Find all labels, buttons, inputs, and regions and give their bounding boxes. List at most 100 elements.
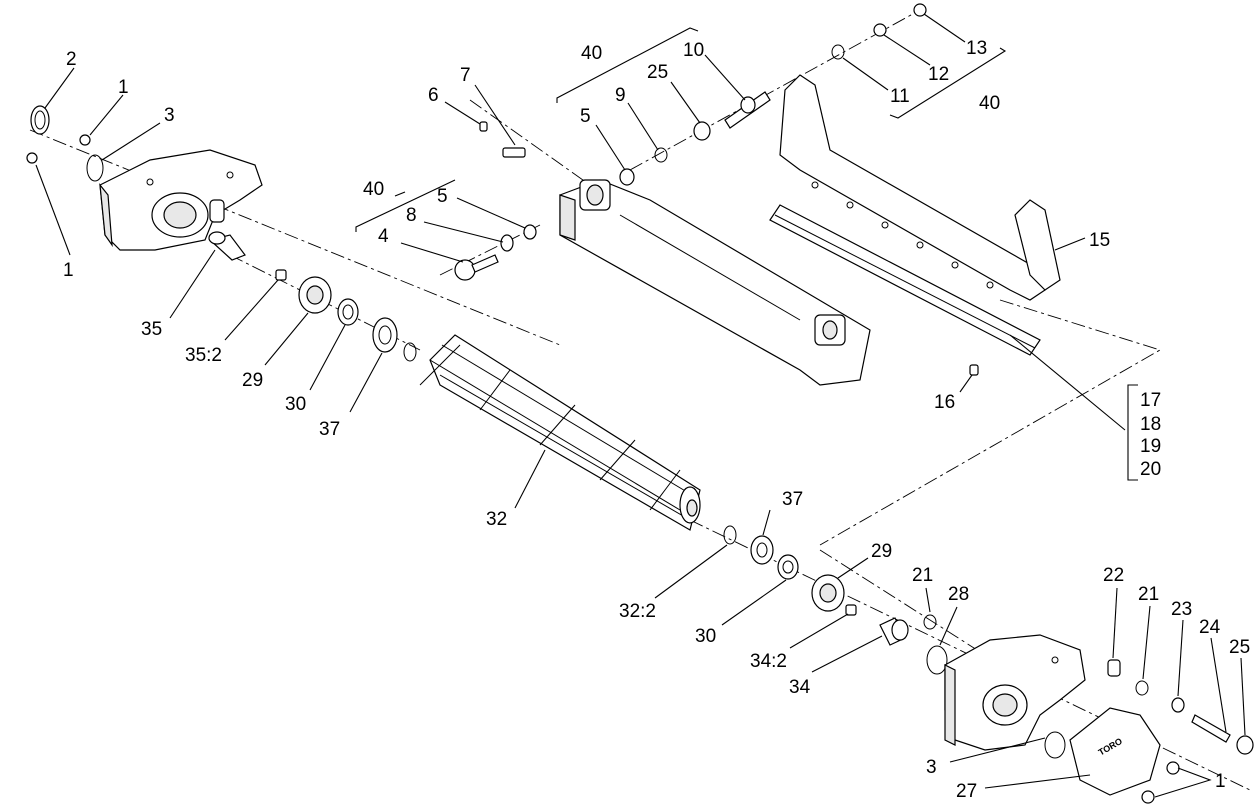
callout-17: 17 [1140, 390, 1161, 411]
snap-ring-left [403, 342, 417, 362]
callout-15: 15 [1089, 230, 1110, 251]
group-bracket-17-20 [1127, 384, 1138, 481]
leader-lines [35, 13, 1246, 798]
callout-28: 28 [948, 584, 969, 605]
callout-27: 27 [956, 781, 977, 802]
callout-4: 4 [378, 226, 389, 247]
spacer-22 [1107, 659, 1121, 677]
callout-19: 19 [1140, 436, 1161, 457]
callout-34: 34 [789, 677, 811, 698]
nut-1-left-upper [79, 134, 91, 146]
bushing-5-lower [523, 224, 537, 240]
bearing-37-left [372, 317, 398, 353]
callout-1-top-left: 1 [118, 77, 129, 98]
o-ring-28 [926, 645, 948, 675]
screw-16 [969, 364, 979, 376]
callout-18: 18 [1140, 414, 1161, 435]
callout-21-right: 21 [1138, 584, 1159, 605]
callout-6: 6 [428, 85, 439, 106]
bearing-29-right [811, 574, 845, 612]
shaft-35 [208, 231, 246, 261]
nut-34-2 [845, 604, 857, 616]
group-bracket-40-top [556, 27, 699, 103]
seal-ring-2 [30, 105, 50, 135]
callout-16: 16 [934, 392, 955, 413]
bolt-24 [1191, 714, 1231, 743]
callout-32-2: 32:2 [619, 601, 656, 622]
seal-30-left [337, 298, 359, 326]
callout-29-left: 29 [242, 370, 263, 391]
left-side-plate [99, 149, 263, 251]
callout-25-top: 25 [647, 62, 668, 83]
group-bracket-40-left [355, 179, 456, 232]
callout-8: 8 [406, 205, 417, 226]
callout-40-left: 40 [363, 179, 384, 200]
callout-23: 23 [1171, 599, 1192, 620]
nut-1-right-upper [1166, 761, 1180, 775]
callout-1-right: 1 [1215, 771, 1226, 792]
nut-1-right-lower [1141, 790, 1155, 804]
nut-12 [873, 23, 887, 37]
o-ring-3-right [1044, 731, 1066, 759]
washer-21-right [1135, 680, 1149, 696]
callout-3-left: 3 [164, 105, 175, 126]
right-side-plate [944, 634, 1086, 751]
nut-35-2 [275, 269, 287, 281]
callout-24: 24 [1199, 617, 1221, 638]
bushing-8 [500, 234, 514, 252]
cover-27: TORO [1069, 707, 1161, 796]
callout-2: 2 [66, 49, 77, 70]
group-bracket-40-right [889, 47, 1007, 119]
callout-20: 20 [1140, 459, 1161, 480]
washer-21-left [923, 614, 937, 630]
callout-37-left: 37 [319, 419, 340, 440]
callout-12: 12 [928, 64, 949, 85]
callout-13: 13 [966, 38, 987, 59]
callout-10: 10 [683, 40, 704, 61]
nut-1-left-lower [26, 152, 38, 164]
washer-23 [1171, 697, 1185, 713]
callout-9: 9 [615, 85, 626, 106]
screw-6 [479, 121, 488, 132]
nut-25-right [1236, 735, 1254, 755]
seal-30-right [777, 554, 799, 580]
callout-29-right: 29 [871, 541, 892, 562]
shaft-34 [879, 617, 909, 646]
bearing-29-left [298, 276, 332, 314]
callout-25-right: 25 [1229, 637, 1250, 658]
callout-30-left: 30 [285, 394, 306, 415]
center-frame [559, 179, 871, 386]
callout-35: 35 [141, 319, 162, 340]
callout-1-left: 1 [63, 260, 74, 281]
callout-37-right: 37 [782, 489, 803, 510]
cap-13 [913, 3, 927, 17]
washer-11 [831, 44, 845, 60]
callout-34-2: 34:2 [750, 651, 787, 672]
bedbar-15 [779, 74, 1061, 301]
callout-22: 22 [1103, 565, 1124, 586]
washer-9 [654, 147, 668, 163]
callout-30-right: 30 [695, 626, 716, 647]
reel-32 [419, 334, 701, 531]
callout-35-2: 35:2 [185, 345, 222, 366]
bracket-7 [502, 147, 526, 158]
callout-5-left: 5 [437, 186, 448, 207]
callout-32: 32 [486, 509, 507, 530]
callout-3-right: 3 [926, 757, 937, 778]
stud-10 [724, 91, 771, 129]
bushing-5-upper [619, 168, 635, 186]
bearing-37-right [750, 535, 774, 565]
callout-labels: 2 1 3 1 35 35:2 29 30 37 6 7 40 5 8 4 40… [63, 38, 1250, 802]
o-ring-3-left [86, 154, 104, 182]
callout-7: 7 [460, 65, 471, 86]
callout-40-top: 40 [581, 43, 602, 64]
nut-25-upper [693, 121, 711, 141]
callout-21-left: 21 [912, 565, 933, 586]
bolt-4 [454, 254, 499, 281]
snap-ring-32-2 [723, 525, 737, 545]
callout-40-right: 40 [979, 93, 1000, 114]
callout-11: 11 [890, 86, 910, 107]
callout-5-top: 5 [580, 106, 591, 127]
bedknife-17 [769, 204, 1041, 356]
